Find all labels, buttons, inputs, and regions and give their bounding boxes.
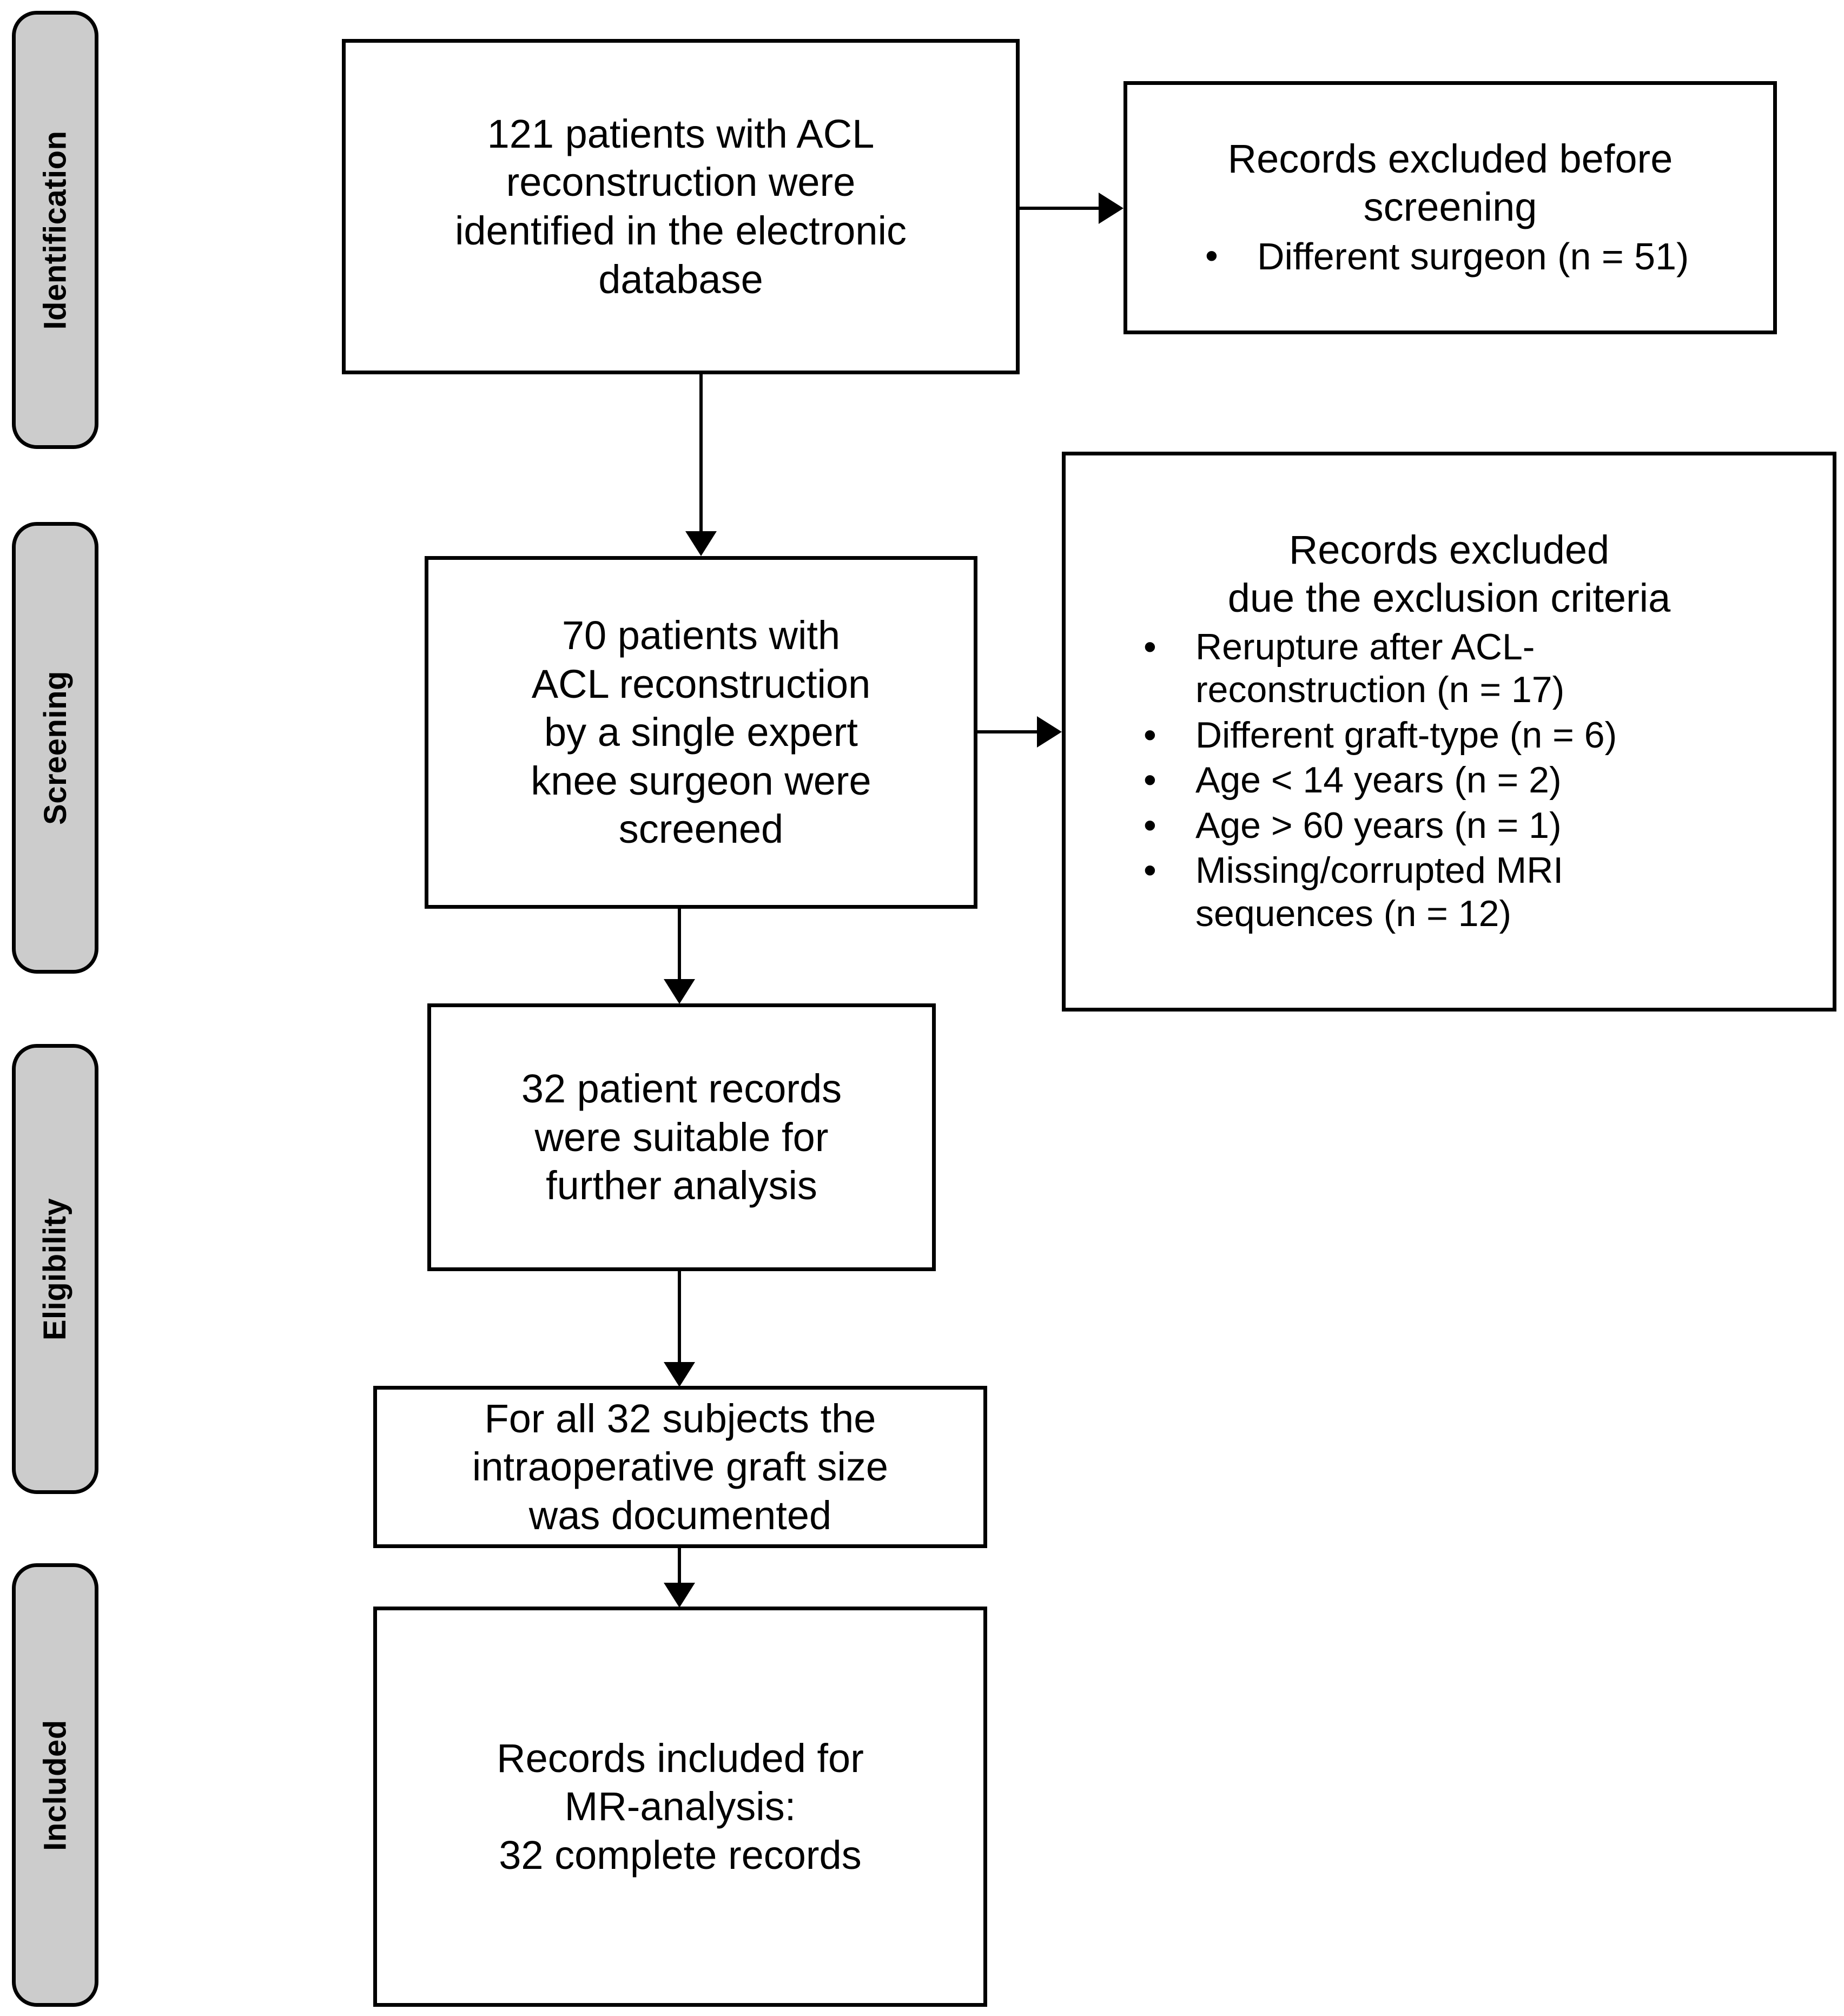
connector-identified-to-exclusion1 (1020, 207, 1100, 210)
exclusion-list-item: • Rerupture after ACL- reconstruction (n… (1144, 626, 1819, 712)
exclusion-list-item: • Age > 60 years (n = 1) (1144, 804, 1819, 848)
bullet-icon: • (1205, 235, 1218, 276)
exclusion-item-text: Different surgeon (n = 51) (1257, 235, 1689, 277)
arrowhead-identified-to-screened (685, 531, 717, 556)
exclusion-list-before-screening: • Different surgeon (n = 51) (1141, 235, 1759, 281)
arrowhead-screened-to-suitable (664, 979, 695, 1004)
connector-graft-size-to-included (678, 1548, 681, 1586)
exclusion-item-text: Rerupture after ACL- reconstruction (n =… (1195, 626, 1565, 711)
bullet-icon: • (1144, 759, 1156, 801)
stage-label-identification: Identification (37, 130, 73, 329)
exclusion-item-text: Missing/corrupted MRI sequences (n = 12) (1195, 850, 1564, 934)
flow-box-graft-size: For all 32 subjects the intraoperative g… (373, 1386, 987, 1548)
bullet-icon: • (1144, 804, 1156, 846)
flow-box-identified: 121 patients with ACL reconstruction wer… (342, 39, 1020, 374)
exclusion-box-before-screening: Records excluded before screening • Diff… (1123, 81, 1777, 334)
exclusion-item-text: Age > 60 years (n = 1) (1195, 804, 1562, 846)
flow-box-graft-size-text: For all 32 subjects the intraoperative g… (472, 1396, 889, 1538)
flow-box-suitable: 32 patient records were suitable for fur… (427, 1003, 936, 1271)
exclusion-list-item: • Different surgeon (n = 51) (1205, 235, 1759, 279)
exclusion-heading-criteria: Records excluded due the exclusion crite… (1227, 527, 1671, 621)
exclusion-item-text: Age < 14 years (n = 2) (1195, 759, 1562, 801)
arrowhead-graft-size-to-included (664, 1583, 695, 1608)
arrowhead-screened-to-exclusion2 (1037, 716, 1062, 748)
connector-screened-to-exclusion2 (977, 730, 1038, 733)
connector-suitable-to-graft-size (678, 1271, 681, 1363)
arrowhead-identified-to-exclusion1 (1099, 193, 1123, 224)
stage-pill-eligibility: Eligibility (12, 1044, 98, 1494)
exclusion-list-item: • Age < 14 years (n = 2) (1144, 759, 1819, 802)
arrowhead-suitable-to-graft-size (664, 1362, 695, 1387)
connector-identified-to-screened (699, 374, 703, 532)
exclusion-heading-before-screening: Records excluded before screening (1227, 136, 1673, 230)
stage-pill-screening: Screening (12, 522, 98, 974)
exclusion-list-item: • Different graft-type (n = 6) (1144, 714, 1819, 757)
exclusion-item-text: Different graft-type (n = 6) (1195, 714, 1617, 756)
stage-label-included: Included (37, 1719, 73, 1851)
exclusion-list-item: • Missing/corrupted MRI sequences (n = 1… (1144, 849, 1819, 935)
stage-label-screening: Screening (37, 671, 73, 825)
bullet-icon: • (1144, 850, 1156, 891)
bullet-icon: • (1144, 714, 1156, 756)
stage-pill-included: Included (12, 1563, 98, 2007)
flow-box-included-text: Records included for MR-analysis: 32 com… (497, 1735, 864, 1878)
flow-box-screened-text: 70 patients with ACL reconstruction by a… (531, 613, 871, 852)
stage-pill-identification: Identification (12, 11, 98, 449)
flow-box-identified-text: 121 patients with ACL reconstruction wer… (454, 111, 907, 302)
stage-label-eligibility: Eligibility (37, 1198, 73, 1340)
exclusion-box-criteria: Records excluded due the exclusion crite… (1062, 452, 1836, 1012)
exclusion-list-criteria: • Rerupture after ACL- reconstruction (n… (1080, 626, 1819, 938)
bullet-icon: • (1144, 626, 1156, 667)
flow-box-included: Records included for MR-analysis: 32 com… (373, 1607, 987, 2007)
flow-box-suitable-text: 32 patient records were suitable for fur… (521, 1066, 842, 1208)
flow-box-screened: 70 patients with ACL reconstruction by a… (425, 556, 977, 909)
connector-screened-to-suitable (678, 909, 681, 980)
